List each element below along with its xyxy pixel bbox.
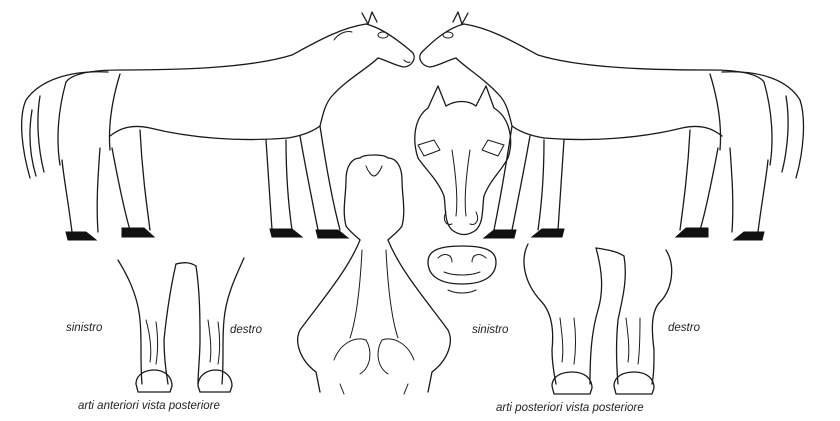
right-horse-legs (494, 126, 768, 232)
neck-top-view (298, 155, 451, 394)
left-horse-front-legs (266, 126, 340, 230)
front-left-label: sinistro (66, 322, 102, 334)
hind-left-label: sinistro (472, 324, 508, 336)
hind-right-label: destro (668, 322, 700, 334)
front-right-label: destro (230, 324, 262, 336)
left-horse-hooves (66, 228, 348, 240)
left-horse-body-outline (58, 12, 414, 165)
right-horse-hooves (484, 228, 764, 240)
right-horse-tail (722, 72, 803, 178)
muzzle-front-view (428, 246, 496, 293)
front-limbs-posterior-view (118, 258, 244, 392)
right-horse-side-view (420, 12, 804, 240)
left-horse-side-view (22, 12, 415, 240)
left-horse-hind-legs (62, 130, 150, 232)
hind-limbs-posterior-view (524, 244, 672, 394)
front-limbs-caption: arti anteriori vista posteriore (78, 400, 220, 412)
hind-limbs-caption: arti posteriori vista posteriore (496, 402, 644, 414)
right-horse-body-outline (420, 12, 772, 165)
head-front-view (415, 86, 511, 235)
